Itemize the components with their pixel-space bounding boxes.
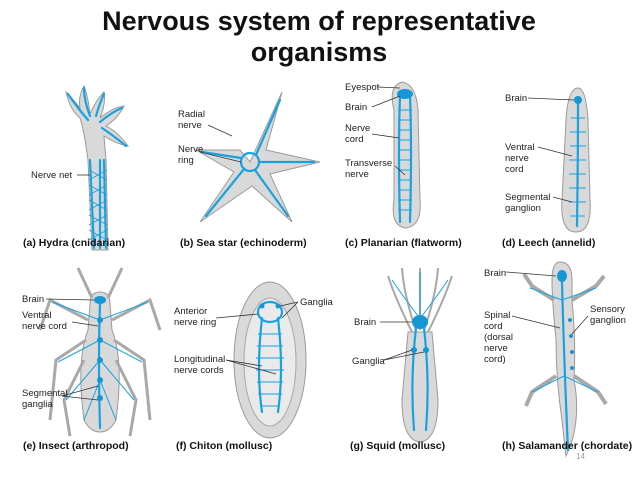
panel-leech: Brain Ventral nerve cord Segmental gangl… bbox=[502, 87, 595, 249]
squid-label-brain: Brain bbox=[354, 317, 376, 328]
panel-planarian: Eyespot Brain Nerve cord Transverse nerv… bbox=[345, 81, 462, 249]
insect-label-nerve-cord: nerve cord bbox=[22, 321, 67, 332]
panel-salamander: Brain Spinal cord (dorsal nerve cord) Se… bbox=[484, 261, 632, 458]
planarian-label-eyespot: Eyespot bbox=[345, 82, 380, 93]
panel-hydra: Nerve net (a) Hydra (cnidarian) bbox=[23, 84, 130, 251]
chiton-label-nerve-ring: nerve ring bbox=[174, 317, 216, 328]
title-line-2: organisms bbox=[250, 37, 388, 67]
squid-body bbox=[401, 331, 439, 443]
hydra-body bbox=[65, 84, 130, 251]
leech-label-ganglion: ganglion bbox=[505, 203, 541, 214]
leech-label-nerve: nerve bbox=[505, 153, 529, 164]
salamander-label-brain: Brain bbox=[484, 268, 506, 279]
leech-nerves bbox=[569, 96, 586, 228]
leech-label-segmental: Segmental bbox=[505, 192, 550, 203]
chiton-label-nerve-cords: nerve cords bbox=[174, 365, 224, 376]
insect-caption: (e) Insect (arthropod) bbox=[23, 440, 129, 452]
chiton-label-longitudinal: Longitudinal bbox=[174, 354, 225, 365]
chiton-caption: (f) Chiton (mollusc) bbox=[176, 440, 272, 452]
squid-label-ganglia: Ganglia bbox=[352, 356, 385, 367]
panel-squid: Brain Ganglia (g) Squid (mollusc) bbox=[350, 267, 453, 452]
seastar-label-ring: ring bbox=[178, 155, 194, 166]
chiton-nerves bbox=[256, 300, 284, 414]
planarian-label-cord: cord bbox=[345, 134, 363, 145]
insect-label-ganglia: ganglia bbox=[22, 399, 53, 410]
panel-insect: Brain Ventral nerve cord Segmental gangl… bbox=[22, 267, 162, 452]
salamander-label-sensory: Sensory bbox=[590, 304, 625, 315]
squid-nerves bbox=[391, 272, 449, 432]
planarian-label-transverse: Transverse bbox=[345, 158, 392, 169]
chiton-label-anterior: Anterior bbox=[174, 306, 207, 317]
planarian-label-brain: Brain bbox=[345, 102, 367, 113]
page-number: 14 bbox=[576, 452, 585, 461]
planarian-caption: (c) Planarian (flatworm) bbox=[345, 237, 462, 249]
salamander-label-cord2: cord) bbox=[484, 354, 506, 365]
panel-chiton: Anterior nerve ring Ganglia Longitudinal… bbox=[174, 281, 333, 452]
insect-nerves bbox=[51, 296, 149, 430]
leech-label-brain: Brain bbox=[505, 93, 527, 104]
page-title: Nervous system of representative organis… bbox=[0, 6, 638, 68]
salamander-legs bbox=[522, 272, 608, 407]
salamander-label-nerve: nerve bbox=[484, 343, 508, 354]
title-line-1: Nervous system of representative bbox=[102, 6, 536, 36]
salamander-caption: (h) Salamander (chordate) bbox=[502, 440, 632, 452]
insect-legs bbox=[38, 267, 162, 437]
hydra-label-nerve-net: Nerve net bbox=[31, 170, 73, 181]
planarian-label-nerve: Nerve bbox=[345, 123, 370, 134]
leech-label-ventral: Ventral bbox=[505, 142, 535, 153]
salamander-label-spinal: Spinal bbox=[484, 310, 510, 321]
planarian-body bbox=[391, 81, 421, 229]
insect-label-brain: Brain bbox=[22, 294, 44, 305]
insect-label-segmental: Segmental bbox=[22, 388, 67, 399]
salamander-nerves bbox=[529, 270, 599, 452]
leech-caption: (d) Leech (annelid) bbox=[502, 237, 595, 249]
seastar-label-nerve2: Nerve bbox=[178, 144, 203, 155]
hydra-caption: (a) Hydra (cnidarian) bbox=[23, 237, 125, 249]
planarian-nerves bbox=[397, 89, 413, 224]
salamander-label-cord: cord bbox=[484, 321, 502, 332]
leech-label-cord: cord bbox=[505, 164, 523, 175]
seastar-caption: (b) Sea star (echinoderm) bbox=[180, 237, 307, 249]
hydra-nerve-net bbox=[66, 86, 128, 250]
salamander-label-dorsal: (dorsal bbox=[484, 332, 513, 343]
squid-caption: (g) Squid (mollusc) bbox=[350, 440, 445, 452]
planarian-label-nerve2: nerve bbox=[345, 169, 369, 180]
panel-seastar: Radial nerve Nerve ring (b) Sea star (ec… bbox=[178, 91, 321, 249]
salamander-label-ganglion: ganglion bbox=[590, 315, 626, 326]
seastar-label-nerve: nerve bbox=[178, 120, 202, 131]
chiton-label-ganglia: Ganglia bbox=[300, 297, 333, 308]
seastar-label-radial: Radial bbox=[178, 109, 205, 120]
insect-label-ventral: Ventral bbox=[22, 310, 52, 321]
